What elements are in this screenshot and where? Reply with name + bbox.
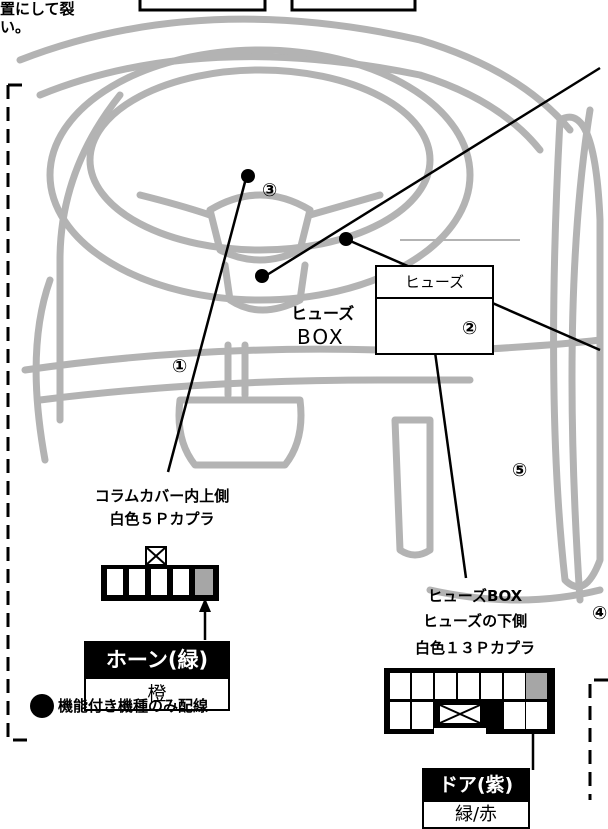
horn-wire-color: 橙 [84,679,230,711]
center-panel [391,416,434,559]
door-wire-color: 緑/赤 [422,802,530,829]
left-pillar [56,91,124,424]
fuse-box-outer-label-1: ヒューズ [291,304,355,323]
marker-1: ① [172,356,188,377]
leader-line-fuse [430,329,468,579]
left-lower-curve [32,276,54,464]
lower-right-curve [426,586,604,604]
marker-4: ④ [592,603,608,624]
marker-5: ⑤ [512,460,528,481]
leader-line-horn [166,181,247,473]
marker-2: ② [462,318,478,339]
arrowhead-horn-pin [199,598,211,612]
coupler-5p-label-2: 白色５Ｐカプラ [109,510,215,528]
top-box-right [290,0,417,12]
door-wire-name: ドア(紫) [422,768,530,802]
leader-line-top-right-a [261,66,601,280]
coupler-13p-label-2: ヒューズの下側 [422,612,528,630]
legend-dot [30,694,54,718]
dash-top-band [16,15,574,134]
coupler-13p-label-3: 白色１３Ｐカプラ [414,639,535,657]
right-console [550,113,604,591]
steering-wheel-outer [46,46,474,304]
top-note-line-2: い。 [0,18,31,36]
horn-wire-name: ホーン(緑) [84,641,230,679]
coupler-13p [384,668,555,734]
dash-lower-band-2 [36,376,474,404]
steering-wheel-inner [86,66,434,254]
steering-column [221,261,309,314]
marker-3: ③ [262,180,278,201]
top-note-line-1: 置にして裂 [0,0,75,18]
point-dot-hub-right [339,232,353,246]
fuse-box-panel: ヒューズ [375,265,494,355]
steering-spoke-left [136,191,214,219]
dashed-frame-right [588,678,608,800]
dash-lower-band [21,336,604,374]
coupler-13p-label-1: ヒューズBOX [427,587,523,605]
steering-spoke-right [306,191,384,219]
coupler-5p-label-1: コラムカバー内上側 [94,487,230,505]
fuse-box-inner-label: ヒューズ [377,267,492,299]
point-dot-hub-bottom [255,269,269,283]
top-box-left [138,0,267,12]
knee-panel-stem [224,341,249,399]
legend-text: 機能付き機種のみ配線 [58,697,209,715]
right-edge-curve [568,106,594,604]
knee-panel [175,396,305,469]
dashed-frame-left [6,83,30,742]
coupler-5p [101,546,219,601]
fuse-box-outer-label-2: BOX [297,325,345,349]
point-dot-3 [241,169,255,183]
